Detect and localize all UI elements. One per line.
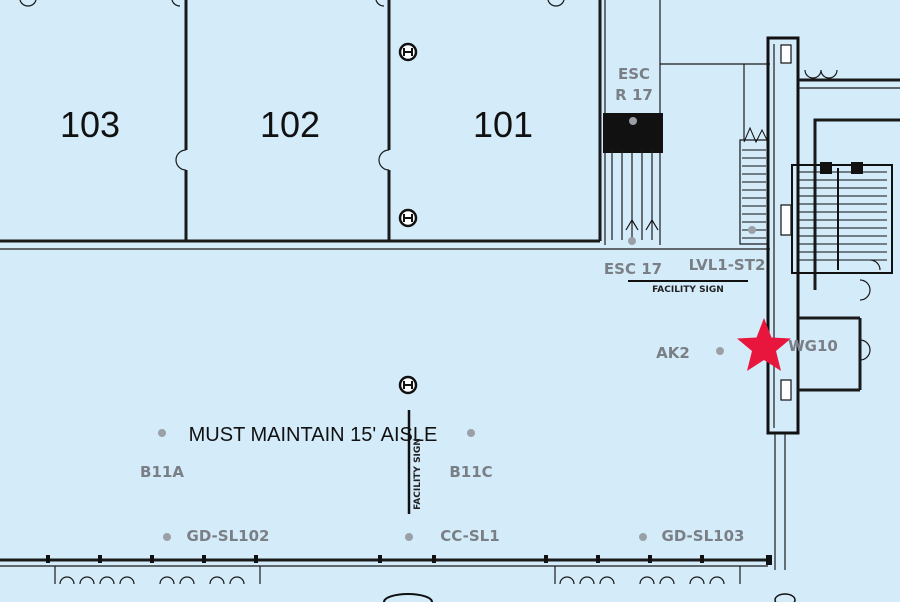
location-point <box>405 533 413 541</box>
hydrant-icon <box>398 375 418 395</box>
location-point <box>629 117 637 125</box>
facility-sign-vertical-label: FACILITY SIGN <box>413 438 423 510</box>
room-101-label: 101 <box>473 104 533 145</box>
location-point <box>748 226 756 234</box>
building-core-walls <box>766 36 900 570</box>
you-are-here-star-icon <box>737 318 791 371</box>
escalator <box>603 0 770 245</box>
location-point <box>163 533 171 541</box>
escalator-top-label-2: R 17 <box>615 86 653 104</box>
hydrant-icon <box>398 42 418 62</box>
location-point <box>716 347 724 355</box>
bottom-wall-with-doors <box>0 555 796 602</box>
room-walls <box>0 0 770 250</box>
room-103-label: 103 <box>60 104 120 145</box>
escalator-label: ESC 17 <box>604 260 662 278</box>
location-gd-sl103-label: GD-SL103 <box>662 527 745 545</box>
aisle-notice: MUST MAINTAIN 15' AISLE <box>189 424 438 446</box>
location-point <box>158 429 166 437</box>
location-wg10-label: WG10 <box>788 337 838 355</box>
location-point <box>628 237 636 245</box>
location-cc-sl1-label: CC-SL1 <box>440 527 499 545</box>
location-b11c-label: B11C <box>449 463 492 481</box>
hydrant-icon <box>398 208 418 228</box>
facility-sign-label: FACILITY SIGN <box>652 285 724 295</box>
stair-label: LVL1-ST2 <box>689 256 766 274</box>
location-point <box>467 429 475 437</box>
room-102-label: 102 <box>260 104 320 145</box>
location-b11a-label: B11A <box>140 463 184 481</box>
location-gd-sl102-label: GD-SL102 <box>187 527 270 545</box>
location-point <box>639 533 647 541</box>
escalator-top-label: ESC <box>618 65 650 83</box>
location-ak2-label: AK2 <box>656 344 690 362</box>
